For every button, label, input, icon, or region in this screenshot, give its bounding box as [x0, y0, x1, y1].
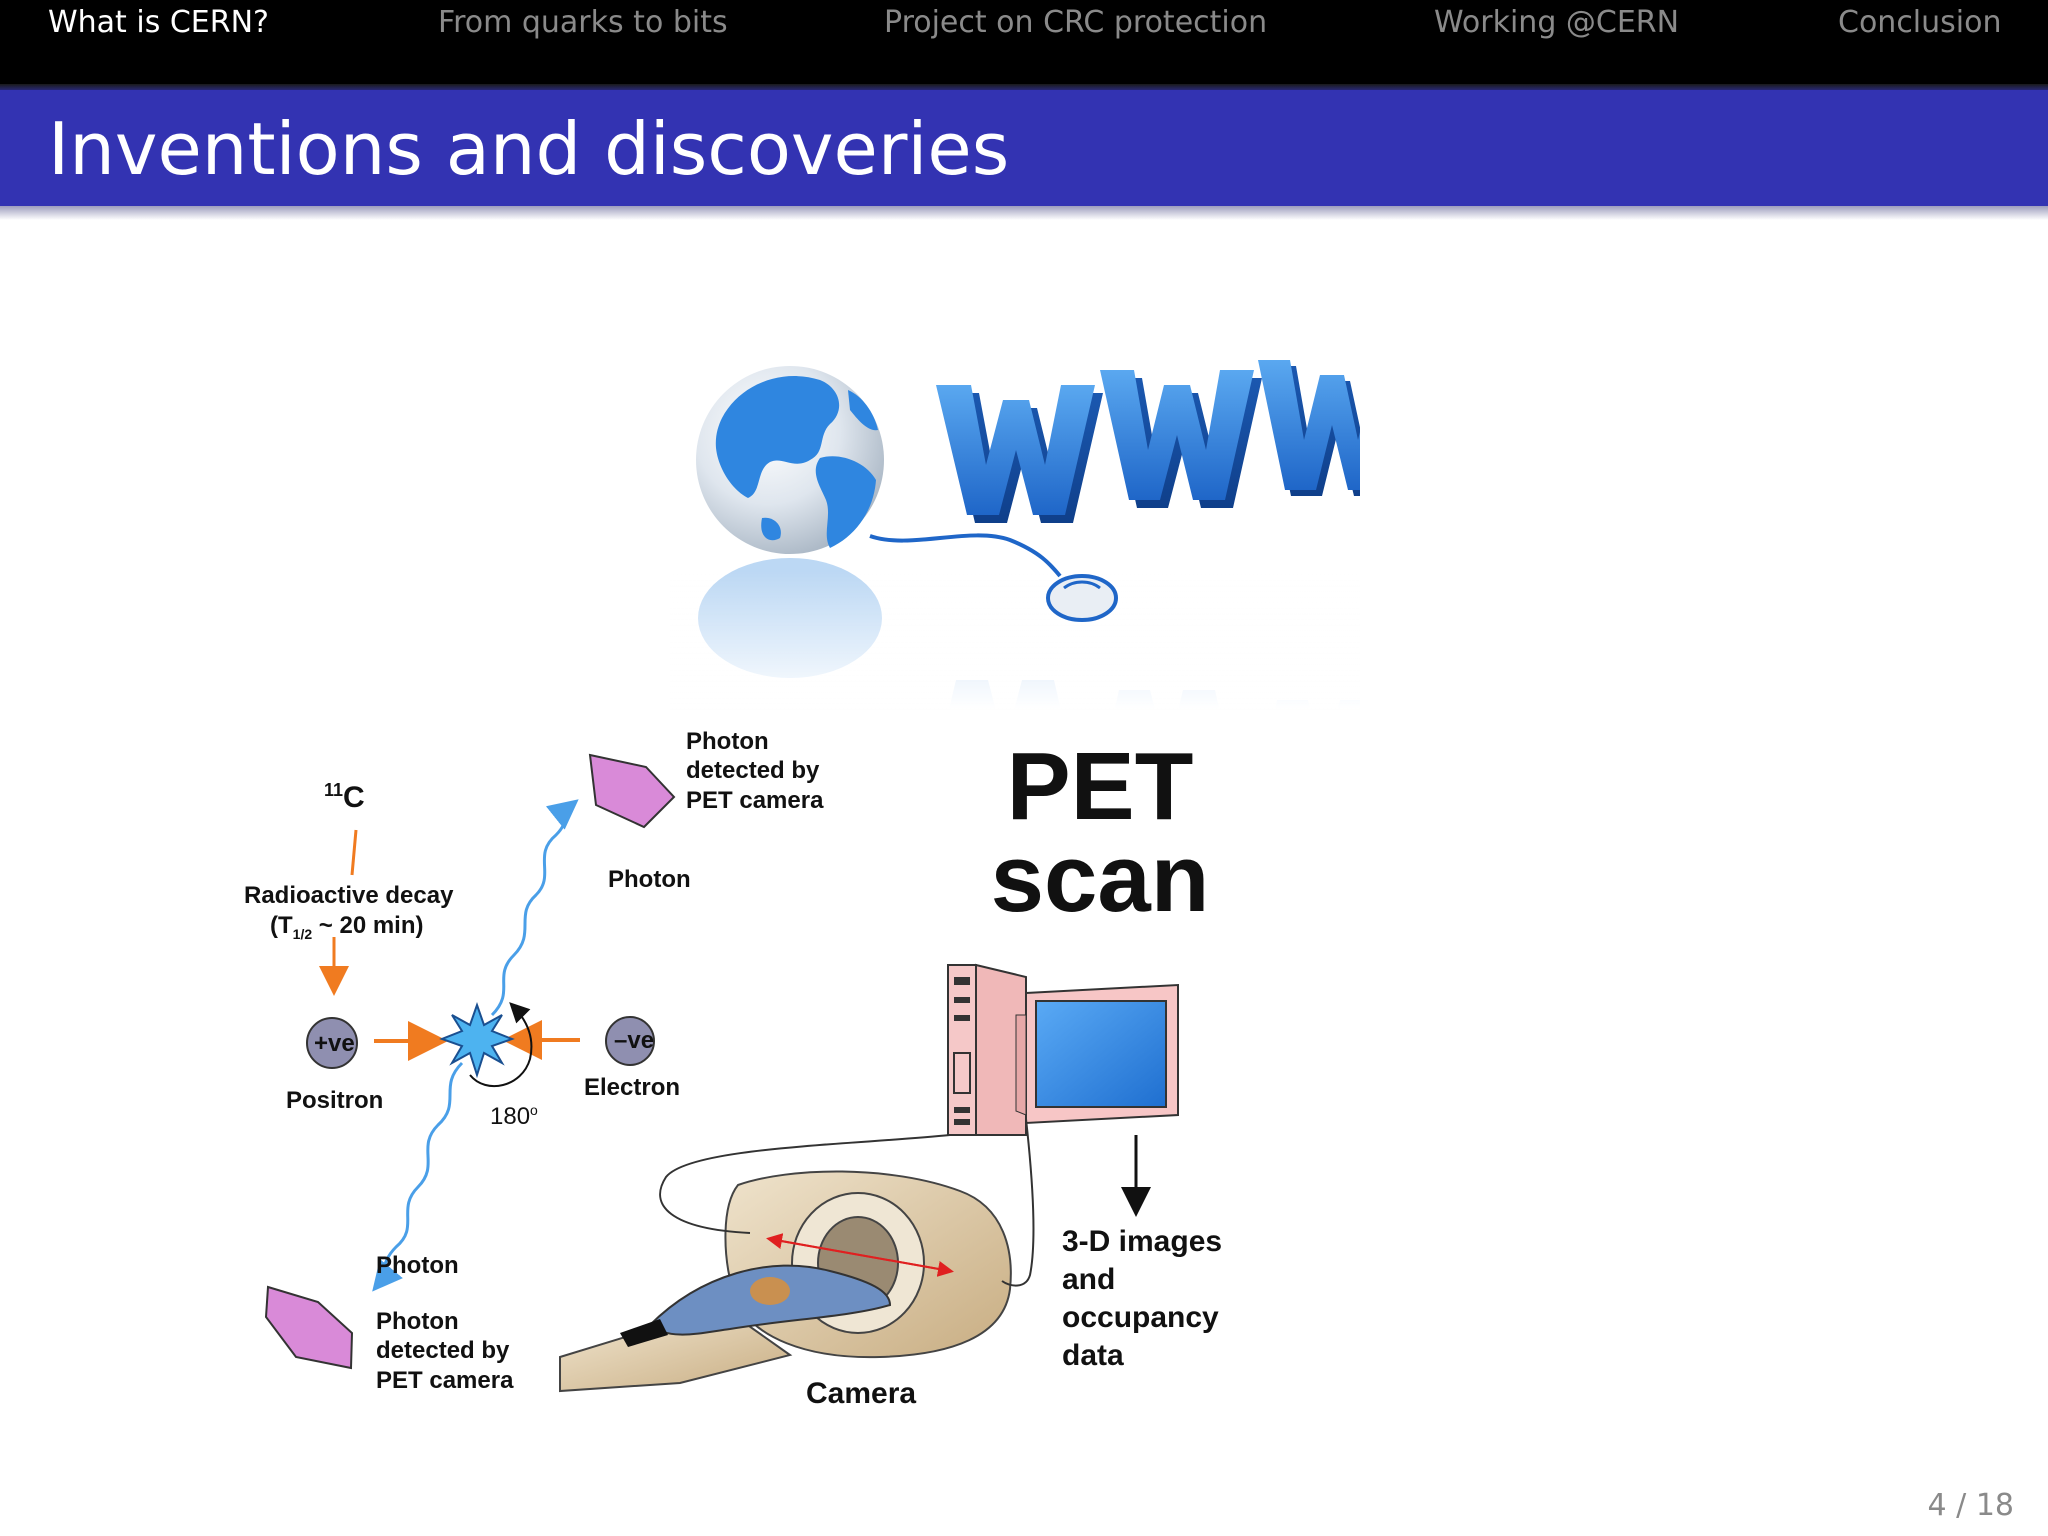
detected-bottom-line3: PET camera — [376, 1367, 514, 1394]
nav-item-conclusion[interactable]: Conclusion — [1838, 5, 2002, 40]
angle-label: 180o — [490, 1102, 538, 1130]
electron-circle — [605, 1016, 655, 1066]
positron-circle — [306, 1017, 358, 1069]
positron-label: Positron — [286, 1087, 384, 1114]
photon-label-bottom: Photon — [376, 1252, 459, 1279]
camera-label: Camera — [806, 1377, 917, 1410]
decay-label-line2: (T1/2 ~ 20 min) — [270, 912, 424, 942]
decay-label-line1: Radioactive decay — [244, 882, 454, 909]
cable-tower-scanner — [659, 1134, 951, 1234]
detected-bottom-line2: detected by — [376, 1337, 510, 1364]
pet-scan-diagram: 11C Radioactive decay (T1/2 ~ 20 min) +v… — [230, 715, 1300, 1425]
isotope-label: 11C — [324, 780, 365, 814]
electron-label: Electron — [584, 1074, 681, 1101]
pet-diagram-graphics — [264, 753, 1179, 1393]
detected-top-line3: PET camera — [686, 787, 824, 814]
www-letters — [936, 360, 1360, 523]
annihilation-burst-icon — [439, 1001, 515, 1079]
nav-item-project-on-crc-protection[interactable]: Project on CRC protection — [884, 5, 1268, 40]
output-line4: data — [1062, 1339, 1124, 1372]
frame-title: Inventions and discoveries — [48, 107, 1010, 191]
detector-bottom-icon — [264, 1285, 354, 1370]
monitor-screen — [1035, 1000, 1167, 1108]
output-line3: occupancy — [1062, 1301, 1219, 1334]
detected-top-line1: Photon — [686, 728, 769, 755]
photon-label-top: Photon — [608, 866, 691, 893]
nav-item-what-is-cern[interactable]: What is CERN? — [48, 5, 269, 40]
photon-wave-top — [490, 799, 579, 1017]
nav-shadow — [0, 84, 2048, 94]
pet-title-line1: PET — [1006, 733, 1194, 840]
decay-line — [350, 829, 358, 876]
cable-monitor-scanner — [1001, 1118, 1035, 1287]
pet-title-line2: scan — [990, 825, 1210, 932]
page-number: 4 / 18 — [1927, 1488, 2014, 1523]
detected-bottom-line1: Photon — [376, 1308, 459, 1335]
angle-arc — [469, 1002, 533, 1088]
output-line1: 3-D images — [1062, 1225, 1223, 1258]
detector-top-icon — [588, 753, 676, 829]
title-shadow — [0, 206, 2048, 220]
section-navigation-bar: What is CERN? From quarks to bits Projec… — [0, 0, 2048, 84]
frame-title-bar — [0, 90, 2048, 206]
electron-symbol: –ve — [614, 1027, 655, 1054]
nav-item-working-at-cern[interactable]: Working @CERN — [1434, 5, 1680, 40]
photon-wave-bottom — [372, 1061, 464, 1292]
detected-top-line2: detected by — [686, 757, 820, 784]
nav-item-from-quarks-to-bits[interactable]: From quarks to bits — [438, 5, 728, 40]
positron-symbol: +ve — [314, 1030, 355, 1057]
www-globe-image — [670, 360, 1360, 710]
output-line2: and — [1062, 1263, 1116, 1296]
